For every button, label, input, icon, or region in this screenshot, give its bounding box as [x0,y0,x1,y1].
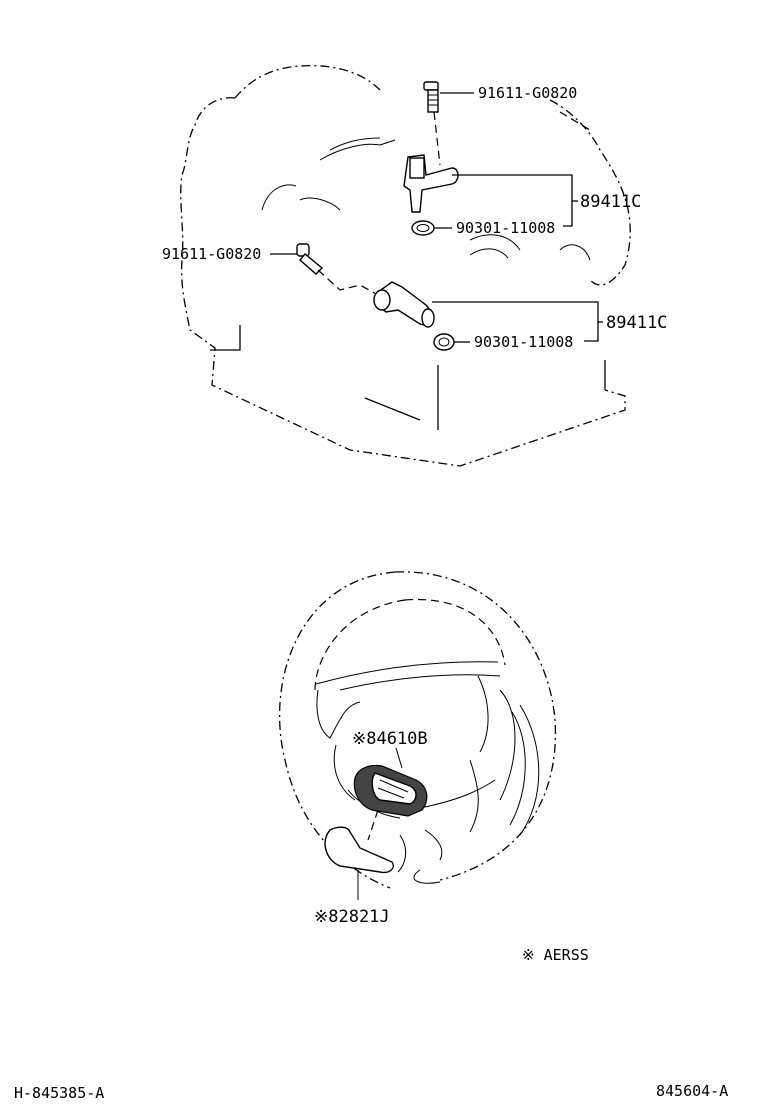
callout-gasket-bottom: 90301-11008 [474,333,573,351]
bolt-left-guide [317,269,379,296]
switch-cover [324,826,394,900]
transmission-housing [180,64,631,467]
callout-switch: ※84610B [352,729,428,749]
bolt-top-guide [433,111,441,166]
sensor-top [403,154,459,213]
sensor-bottom [373,281,435,328]
callout-bolt-left: 91611-G0820 [162,245,261,263]
steering-switch [353,747,428,841]
callout-sensor-bottom: 89411C [606,313,667,333]
leader-lines [270,92,603,343]
legend-note: ※ AERSS [522,946,589,964]
footer-left-code: H-845385-A [14,1084,104,1102]
bolt-top [423,81,439,113]
callout-bolt-top: 91611-G0820 [478,84,577,102]
gasket-bottom [433,333,455,351]
callout-gasket-top: 90301-11008 [456,219,555,237]
bolt-left [296,243,324,275]
callout-sensor-top: 89411C [580,192,641,212]
callout-cover: ※82821J [314,907,390,927]
gasket-top [411,220,435,236]
footer-right-code: 845604-A [656,1082,728,1100]
